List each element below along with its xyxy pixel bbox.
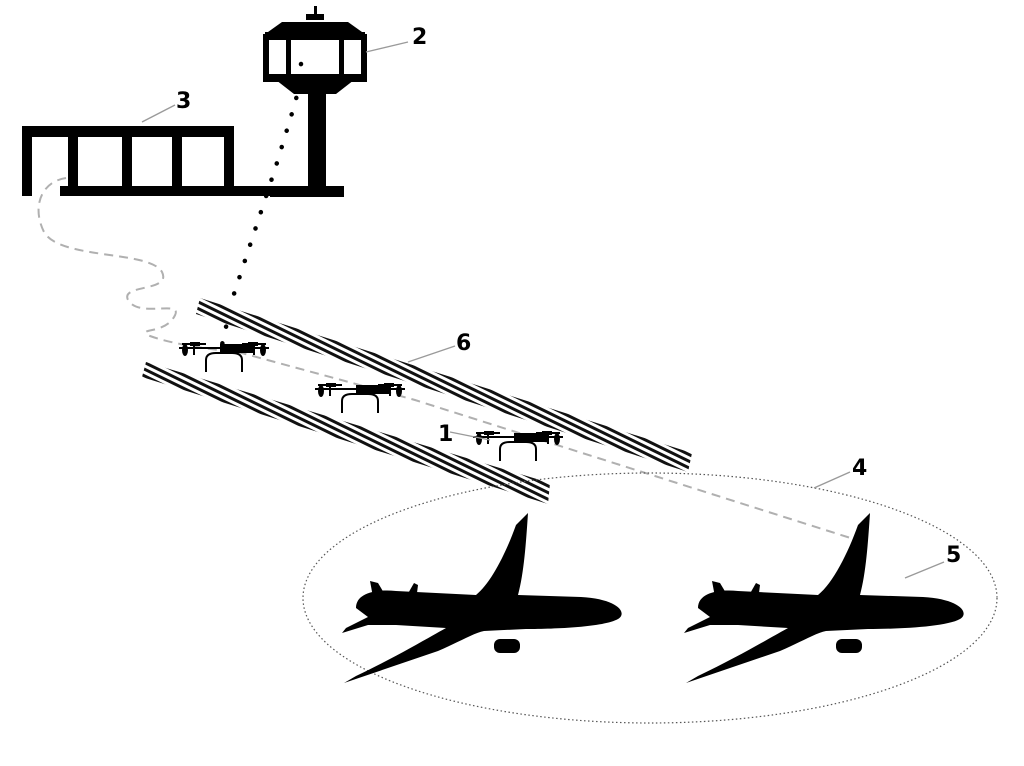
callout-2: 2 <box>412 25 427 50</box>
drone-icon <box>313 383 407 415</box>
callout-4: 4 <box>852 456 867 481</box>
control-tower-icon <box>263 6 367 197</box>
drone-icon <box>177 342 271 374</box>
corridor-wall-upper <box>196 298 692 472</box>
callout-5: 5 <box>946 543 961 568</box>
callout-6: 6 <box>456 331 471 356</box>
callout-1: 1 <box>438 422 453 447</box>
tower-drone-dotted-link <box>219 61 304 348</box>
airplane-icon <box>342 513 622 683</box>
terminal-building-icon <box>22 126 344 196</box>
airplane-icon <box>684 513 964 683</box>
apron-zone-outline <box>302 472 998 724</box>
dashed-route <box>37 177 861 542</box>
drone-icon <box>471 431 565 463</box>
callout-3: 3 <box>176 89 191 114</box>
corridor-wall-lower <box>142 362 550 504</box>
leader-lines <box>141 41 945 579</box>
